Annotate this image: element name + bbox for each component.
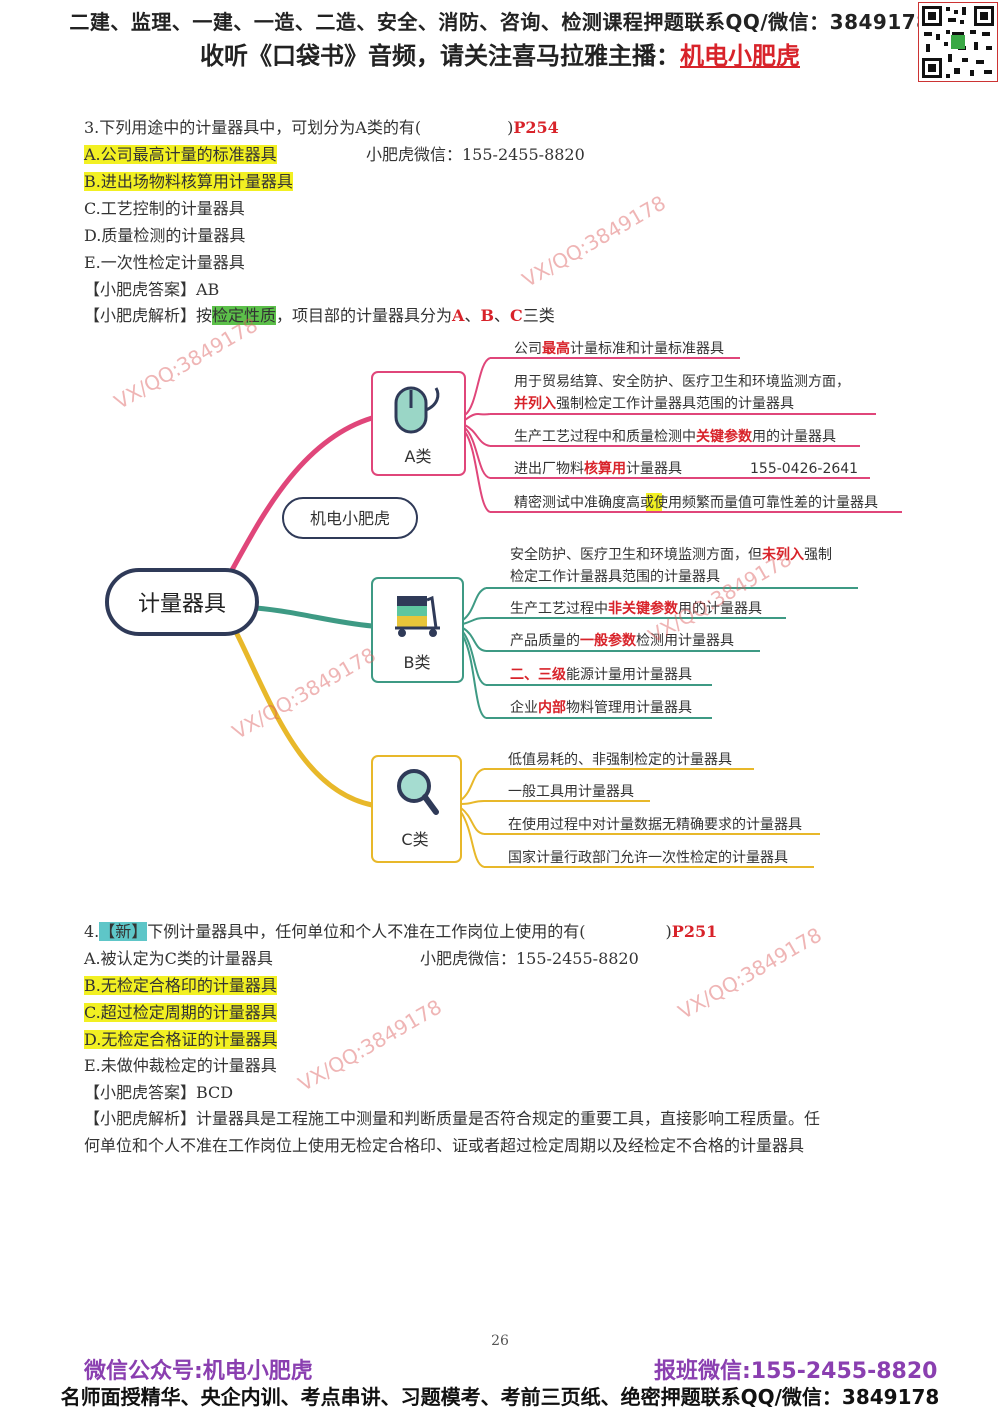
anchor-name: 机电小肥虎	[680, 42, 800, 70]
q4-analysis-line-1: 【小肥虎解析】计量器具是工程施工中测量和判断质量是否符合规定的重要工具，直接影响…	[84, 1109, 821, 1128]
watermark-6: VX/QQ:3849178	[294, 994, 446, 1096]
q4-number: 4.	[84, 922, 100, 941]
footer-promo: 名师面授精华、央企内训、考点串讲、习题模考、考前三页纸、绝密押题联系QQ/微信：…	[60, 1385, 940, 1409]
b-leaf-1-line-1: 安全防护、医疗卫生和环境监测方面，但未列入强制	[510, 546, 832, 563]
header-line-2-prefix: 收听《口袋书》音频，请关注喜马拉雅主播：	[200, 42, 680, 70]
footer-public-account: 微信公众号:机电小肥虎	[84, 1359, 313, 1384]
q3-analysis-sep1: 、	[464, 306, 481, 325]
q4-option-d-text: D.无检定合格证的计量器具	[84, 1030, 278, 1049]
mouse-icon	[394, 386, 440, 434]
q3-option-b-text: B.进出场物料核算用计量器具	[84, 172, 293, 191]
category-a: A类	[371, 371, 466, 476]
a-leaf-4-phone: 155-0426-2641	[750, 461, 858, 477]
q3-analysis-prefix: 【小肥虎解析】按	[84, 306, 213, 325]
magnifier-icon	[397, 769, 439, 815]
q3-option-c: C.工艺控制的计量器具	[84, 199, 245, 218]
q4-option-e: E.未做仲裁检定的计量器具	[84, 1056, 277, 1075]
a-leaf-5: 精密测试中准确度高或使用频繁而量值可靠性差的计量器具	[514, 494, 878, 511]
q3-option-a: A.公司最高计量的标准器具	[84, 141, 277, 165]
q3-option-a-text: A.公司最高计量的标准器具	[84, 145, 277, 164]
a-leaf-5-highlight	[646, 493, 662, 511]
a-leaf-2-line-1: 用于贸易结算、安全防护、医疗卫生和环境监测方面，	[514, 373, 850, 390]
header-line-2: 收听《口袋书》音频，请关注喜马拉雅主播：机电小肥虎	[0, 36, 1000, 71]
q3-option-d: D.质量检测的计量器具	[84, 226, 246, 245]
category-c: C类	[371, 755, 462, 863]
q4-option-b: B.无检定合格印的计量器具	[84, 972, 277, 996]
watermark-1: VX/QQ:3849178	[518, 190, 670, 292]
category-a-label: A类	[405, 447, 432, 466]
q4-stem-close: )	[665, 922, 672, 941]
q4-option-c: C.超过检定周期的计量器具	[84, 999, 277, 1023]
c-leaf-4: 国家计量行政部门允许一次性检定的计量器具	[508, 849, 788, 866]
q3-option-b: B.进出场物料核算用计量器具	[84, 168, 293, 192]
c-leaf-3: 在使用过程中对计量数据无精确要求的计量器具	[508, 816, 802, 833]
q3-page-ref: P254	[513, 118, 559, 137]
tag-bubble	[282, 497, 418, 539]
qr-code-image	[918, 2, 998, 82]
page-number: 26	[491, 1333, 509, 1349]
q3-analysis-end: 三类	[522, 306, 555, 325]
a-leaf-2-line-2: 并列入强制检定工作计量器具范围的计量器具	[514, 395, 794, 412]
root-node	[105, 568, 259, 636]
q3-analysis: 【小肥虎解析】按检定性质，项目部的计量器具分为A、B、C三类	[84, 302, 555, 326]
q3-stem-close: )	[507, 118, 514, 137]
q4-option-d: D.无检定合格证的计量器具	[84, 1026, 278, 1050]
q3-option-e: E.一次性检定计量器具	[84, 253, 245, 272]
footer-enroll-wechat: 报班微信:155-2455-8820	[654, 1359, 938, 1384]
q4-answer: 【小肥虎答案】BCD	[84, 1083, 234, 1102]
branch-a	[229, 415, 373, 572]
category-c-label: C类	[401, 830, 428, 849]
category-b: B类	[371, 577, 464, 683]
q3-wechat: 小肥虎微信：155-2455-8820	[366, 145, 585, 164]
a-leaf-1: 公司最高计量标准和计量标准器具	[514, 340, 724, 357]
tag-label: 机电小肥虎	[310, 509, 390, 528]
q3-analysis-mid: ，项目部的计量器具分为	[276, 306, 453, 325]
c-leaf-2: 一般工具用计量器具	[508, 784, 634, 800]
root-label: 计量器具	[138, 592, 226, 617]
q4-new-tag: 【新】	[99, 922, 148, 941]
category-b-label: B类	[404, 653, 431, 672]
q4-stem-text: 下例计量器具中，任何单位和个人不准在工作岗位上使用的有(	[147, 922, 586, 941]
q4-wechat: 小肥虎微信：155-2455-8820	[420, 949, 639, 968]
q3-analysis-highlight: 检定性质	[212, 306, 277, 325]
b-leaf-4: 二、三级能源计量用计量器具	[510, 666, 692, 683]
a-leaf-3: 生产工艺过程中和质量检测中关键参数用的计量器具	[514, 428, 836, 445]
q4-analysis-line-2: 何单位和个人不准在工作岗位上使用无检定合格印、证或者超过检定周期以及经检定不合格…	[84, 1136, 805, 1155]
a-leaf-4: 进出厂物料核算用计量器具	[514, 460, 682, 477]
q3-stem: 3.下列用途中的计量器具中，可划分为A类的有()P254	[84, 114, 559, 138]
header-line-1: 二建、监理、一建、一造、二造、安全、消防、咨询、检测课程押题联系QQ/微信：38…	[69, 10, 931, 34]
b-leaf-1-line-2: 检定工作计量器具范围的计量器具	[510, 568, 720, 585]
q3-analysis-c: C	[510, 306, 523, 325]
q3-analysis-a: A	[452, 306, 465, 325]
branch-b	[255, 605, 373, 629]
cart-icon	[395, 595, 440, 637]
b-leaf-5: 企业内部物料管理用计量器具	[510, 699, 692, 716]
q3-analysis-sep2: 、	[494, 306, 511, 325]
mindmap-diagram: 计量器具 机电小肥虎 A类 公司最高计量标准和计量标准器具 用于贸易结算、安全防…	[105, 340, 902, 868]
q3-answer: 【小肥虎答案】AB	[84, 280, 220, 299]
q4-option-c-text: C.超过检定周期的计量器具	[84, 1003, 277, 1022]
c-leaf-1: 低值易耗的、非强制检定的计量器具	[508, 752, 732, 768]
q4-page-ref: P251	[671, 922, 718, 941]
q4-option-b-text: B.无检定合格印的计量器具	[84, 976, 277, 995]
b-leaf-2: 生产工艺过程中非关键参数用的计量器具	[510, 600, 762, 617]
q4-stem: 4.【新】下例计量器具中，任何单位和个人不准在工作岗位上使用的有()P251	[84, 918, 717, 942]
q4-option-a: A.被认定为C类的计量器具	[84, 949, 273, 968]
q3-stem-text: 3.下列用途中的计量器具中，可划分为A类的有(	[84, 118, 422, 137]
q3-analysis-b: B	[480, 306, 495, 325]
b-leaf-3: 产品质量的一般参数检测用计量器具	[510, 632, 734, 649]
branch-c	[233, 630, 373, 808]
